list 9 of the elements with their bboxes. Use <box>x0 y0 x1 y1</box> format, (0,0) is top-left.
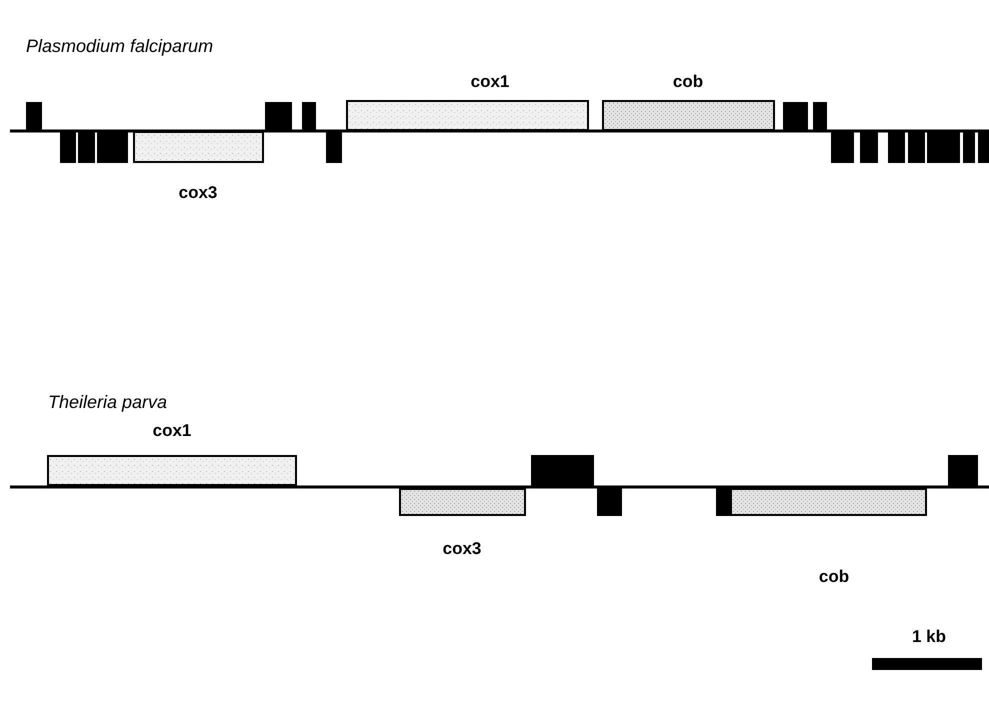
gene-name: cox3 <box>178 183 218 203</box>
gene-name: cob <box>672 72 704 92</box>
species-name: Theileria parva <box>48 392 168 413</box>
species-name: Plasmodium falciparum <box>26 36 214 57</box>
gene-name: cox1 <box>470 72 510 92</box>
gene-name: cox1 <box>152 421 192 441</box>
scale-label: 1 kb <box>912 627 946 647</box>
gene-name: cox3 <box>442 539 482 559</box>
gene-name: cob <box>818 567 850 587</box>
